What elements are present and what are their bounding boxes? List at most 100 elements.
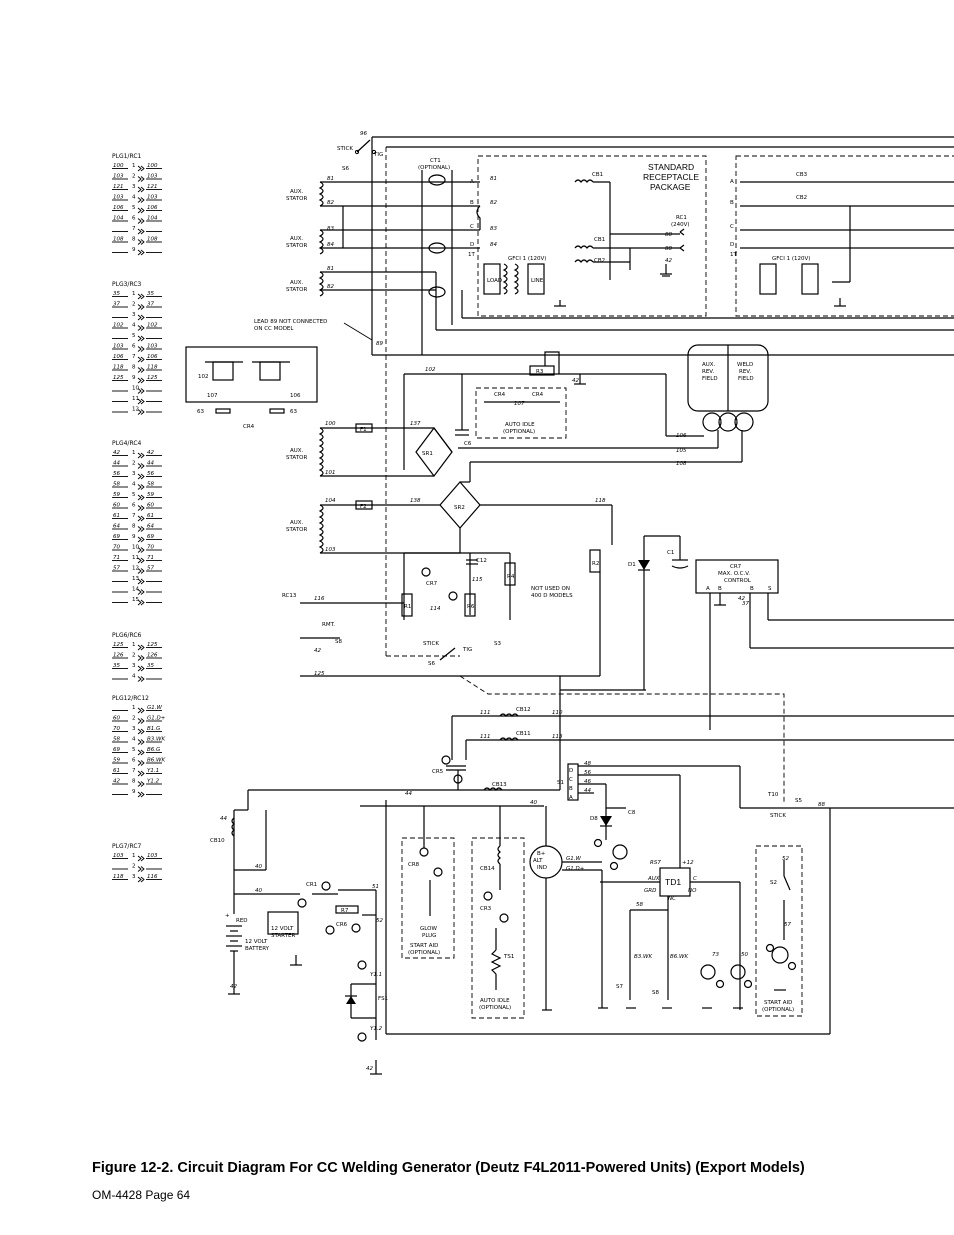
svg-text:44: 44 bbox=[584, 788, 591, 794]
pin-contact bbox=[137, 655, 145, 661]
pin-number: 4 bbox=[132, 737, 136, 743]
pin-number: 8 bbox=[132, 524, 136, 530]
svg-text:C12: C12 bbox=[476, 558, 487, 564]
pin-contact bbox=[137, 228, 145, 235]
svg-text:A: A bbox=[569, 795, 573, 801]
pin-contact bbox=[137, 599, 145, 606]
svg-text:AUX.: AUX. bbox=[702, 362, 716, 368]
svg-text:TIG: TIG bbox=[462, 647, 472, 653]
svg-text:MAX. O.C.V.: MAX. O.C.V. bbox=[718, 571, 750, 577]
s1-switch-block: D C B A S1 48 56 46 44 T10 S5 STICK 88 bbox=[557, 761, 954, 819]
s2-start-aid: S2 57 52 START AID (OPTIONAL) bbox=[755, 845, 803, 1017]
pin-contact bbox=[137, 186, 145, 193]
svg-text:AUX: AUX bbox=[647, 876, 660, 882]
pin-contact bbox=[137, 578, 145, 585]
svg-text:GRD: GRD bbox=[644, 888, 656, 894]
svg-text:GFCI 1 (120V): GFCI 1 (120V) bbox=[772, 256, 810, 262]
svg-text:RC13: RC13 bbox=[282, 593, 297, 599]
svg-text:STATOR: STATOR bbox=[286, 527, 307, 533]
svg-text:CB2: CB2 bbox=[796, 195, 807, 201]
pin-number: 5 bbox=[132, 333, 136, 339]
tig-label: TIG bbox=[373, 152, 383, 158]
pin-number: 2 bbox=[132, 864, 136, 870]
pin-number: 10 bbox=[132, 386, 139, 392]
pin-contact bbox=[137, 728, 145, 735]
aux-stator-1-label: AUX. bbox=[290, 189, 304, 195]
pin-number: 8 bbox=[132, 237, 136, 243]
pin-wire-right: 35 bbox=[147, 291, 154, 297]
svg-text:88: 88 bbox=[818, 802, 825, 808]
svg-text:CB1: CB1 bbox=[592, 172, 603, 178]
pin-wire-right: 103 bbox=[147, 195, 158, 201]
svg-text:118: 118 bbox=[595, 498, 606, 504]
d1-c1: D1 C1 bbox=[628, 535, 689, 690]
svg-text:ALT: ALT bbox=[533, 858, 543, 864]
connector-title: PLG1/RC1 bbox=[112, 153, 142, 160]
pin-wire-left: 58 bbox=[113, 482, 120, 488]
svg-text:C: C bbox=[693, 876, 697, 882]
svg-text:B: B bbox=[750, 586, 754, 592]
svg-text:40: 40 bbox=[255, 888, 262, 894]
svg-text:B: B bbox=[730, 200, 734, 206]
svg-text:TD1: TD1 bbox=[665, 877, 681, 887]
pin-wire-left: 125 bbox=[113, 375, 124, 381]
weld-control-components: R1 R6 R4 R2 C12 CR7 115 114 NOT USED ON … bbox=[282, 549, 785, 804]
pin-number: 3 bbox=[132, 312, 136, 318]
pin-wire-right: 108 bbox=[147, 237, 158, 243]
pin-contact bbox=[137, 536, 145, 543]
svg-text:42: 42 bbox=[665, 258, 672, 264]
svg-text:107: 107 bbox=[514, 401, 525, 407]
pin-wire-right: 103 bbox=[147, 853, 158, 859]
svg-text:111: 111 bbox=[480, 734, 491, 740]
pin-wire-right: 60 bbox=[147, 503, 154, 509]
pin-wire-right: 71 bbox=[147, 555, 154, 561]
svg-text:R1: R1 bbox=[404, 604, 411, 610]
ct1-current-transformer: CT1 (OPTIONAL) bbox=[418, 158, 453, 355]
connector-title: PLG7/RC7 bbox=[112, 843, 142, 850]
pin-number: 8 bbox=[132, 365, 136, 371]
svg-text:100: 100 bbox=[325, 421, 336, 427]
pin-wire-right: G1.D+ bbox=[147, 716, 166, 722]
pin-number: 9 bbox=[132, 789, 136, 795]
svg-text:S7: S7 bbox=[616, 984, 623, 990]
svg-text:CB3: CB3 bbox=[796, 172, 808, 178]
svg-text:105: 105 bbox=[676, 448, 687, 454]
alternator-td1: B+ ALT IND G1.W G1.D+ D8 C8 TD1 RS7 +12 … bbox=[529, 775, 753, 1011]
svg-text:CB11: CB11 bbox=[516, 731, 531, 737]
svg-text:46: 46 bbox=[584, 779, 591, 785]
pin-number: 5 bbox=[132, 747, 136, 753]
pin-wire-left: 37 bbox=[113, 302, 120, 308]
svg-text:37: 37 bbox=[742, 601, 749, 607]
pin-contact bbox=[137, 452, 145, 459]
svg-text:BATTERY: BATTERY bbox=[245, 946, 270, 952]
svg-text:NO: NO bbox=[688, 888, 697, 894]
svg-text:110: 110 bbox=[552, 710, 563, 716]
svg-text:S5: S5 bbox=[795, 798, 802, 804]
pin-wire-right: 103 bbox=[147, 174, 158, 180]
svg-text:CB14: CB14 bbox=[480, 866, 495, 872]
pin-contact bbox=[137, 377, 145, 384]
pin-wire-left: 35 bbox=[113, 663, 120, 669]
svg-text:1T: 1T bbox=[468, 252, 475, 258]
pin-wire-left: 102 bbox=[113, 323, 124, 329]
pin-wire-right: 126 bbox=[147, 653, 158, 659]
rev-field-coils: AUX. REV. FIELD WELD REV. FIELD 106 105 … bbox=[458, 344, 769, 467]
pin-wire-right: 37 bbox=[147, 302, 154, 308]
pin-wire-left: 126 bbox=[113, 653, 124, 659]
svg-text:C: C bbox=[569, 777, 573, 783]
pin-contact bbox=[137, 494, 145, 501]
pin-wire-right: 116 bbox=[147, 874, 158, 880]
svg-text:84: 84 bbox=[327, 242, 334, 248]
svg-text:S6: S6 bbox=[428, 661, 435, 667]
svg-text:113: 113 bbox=[552, 734, 563, 740]
svg-text:44: 44 bbox=[405, 791, 412, 797]
svg-text:40: 40 bbox=[255, 864, 262, 870]
pin-wire-left: 61 bbox=[113, 513, 120, 519]
pin-number: 4 bbox=[132, 674, 136, 680]
svg-text:S3: S3 bbox=[494, 641, 501, 647]
svg-text:106: 106 bbox=[676, 433, 687, 439]
pin-wire-left: 108 bbox=[113, 237, 124, 243]
pin-contact bbox=[137, 770, 145, 777]
